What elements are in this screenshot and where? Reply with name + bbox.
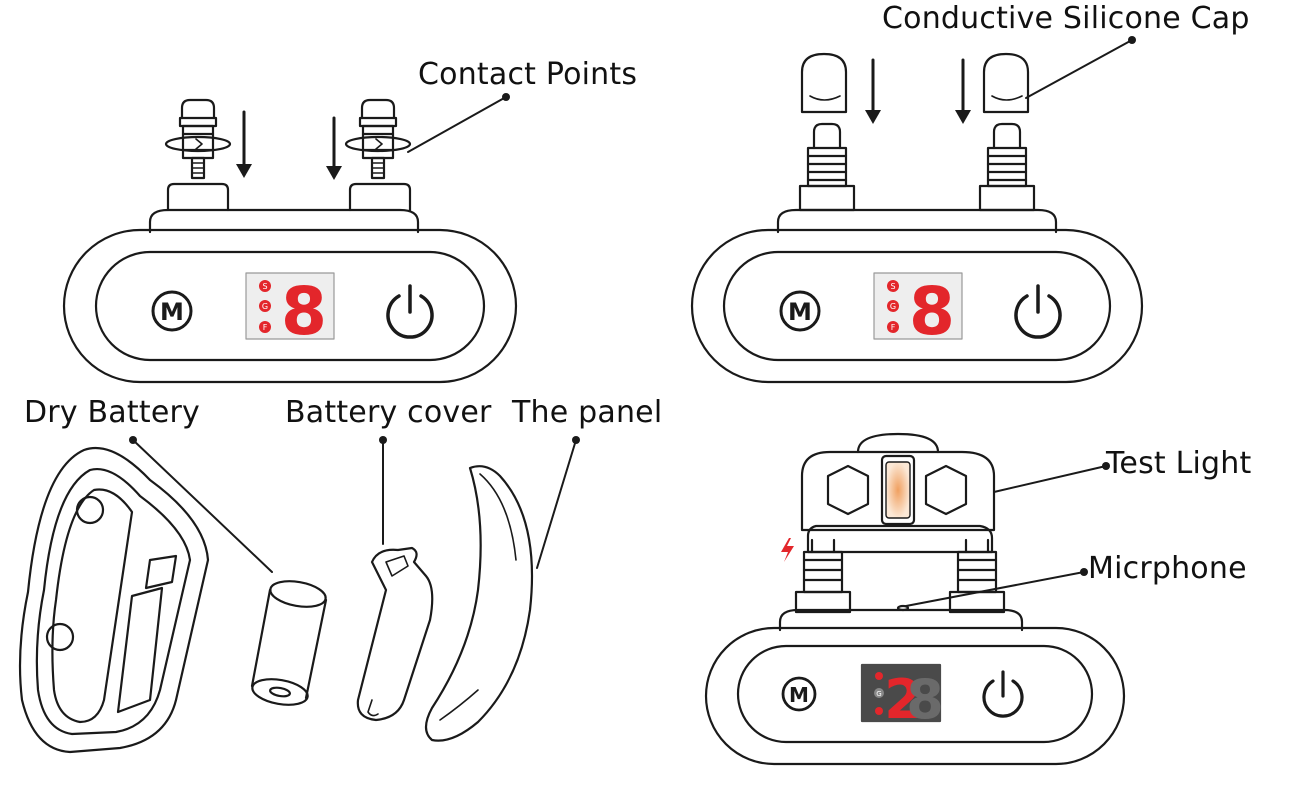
microphone-hole	[896, 604, 910, 612]
down-arrow-icon	[242, 58, 965, 176]
label-microphone: Micrphone	[1088, 551, 1247, 586]
display-digit: 2	[884, 668, 922, 731]
display-digit: 8	[909, 273, 955, 350]
silicone-cap-right	[982, 52, 1030, 114]
label-dry-battery: Dry Battery	[24, 395, 200, 430]
display-indicators: S G F	[887, 280, 899, 333]
display-digit-ghost: 8	[906, 668, 944, 731]
power-button-icon	[386, 284, 434, 339]
label-contact-points: Contact Points	[418, 57, 638, 92]
svg-text:F: F	[263, 323, 268, 332]
svg-text:S: S	[262, 282, 267, 291]
contact-point-left	[164, 98, 232, 180]
mode-button-icon	[151, 290, 193, 332]
power-button-icon	[982, 670, 1024, 718]
svg-text:F: F	[891, 323, 896, 332]
the-panel	[424, 465, 534, 742]
mode-button-icon	[781, 676, 817, 712]
display-digit: 8	[281, 273, 327, 350]
svg-text:G: G	[876, 690, 881, 698]
svg-text:S: S	[890, 282, 895, 291]
test-light	[880, 454, 916, 526]
exploded-battery-view	[18, 439, 577, 754]
label-test-light: Test Light	[1106, 446, 1252, 481]
svg-text:G: G	[262, 302, 268, 311]
mode-letter: M	[788, 298, 812, 326]
device-silicone-caps	[690, 39, 1144, 384]
display-indicators: S G F	[259, 280, 271, 333]
arrow-heads	[129, 36, 1136, 576]
contact-point-right	[344, 98, 412, 180]
label-the-panel: The panel	[512, 395, 663, 430]
mode-letter: M	[160, 298, 184, 326]
label-battery-cover: Battery cover	[285, 395, 492, 430]
silicone-cap-left	[800, 52, 848, 114]
label-conductive-silicone-cap: Conductive Silicone Cap	[882, 1, 1250, 36]
battery-cover	[356, 546, 434, 722]
dry-battery	[250, 580, 328, 706]
svg-text:G: G	[890, 302, 896, 311]
power-button-icon	[1014, 284, 1062, 339]
lightning-icon	[781, 538, 794, 562]
mode-button-icon	[779, 290, 821, 332]
mode-letter: M	[789, 683, 809, 707]
display-indicators: G	[874, 672, 884, 715]
